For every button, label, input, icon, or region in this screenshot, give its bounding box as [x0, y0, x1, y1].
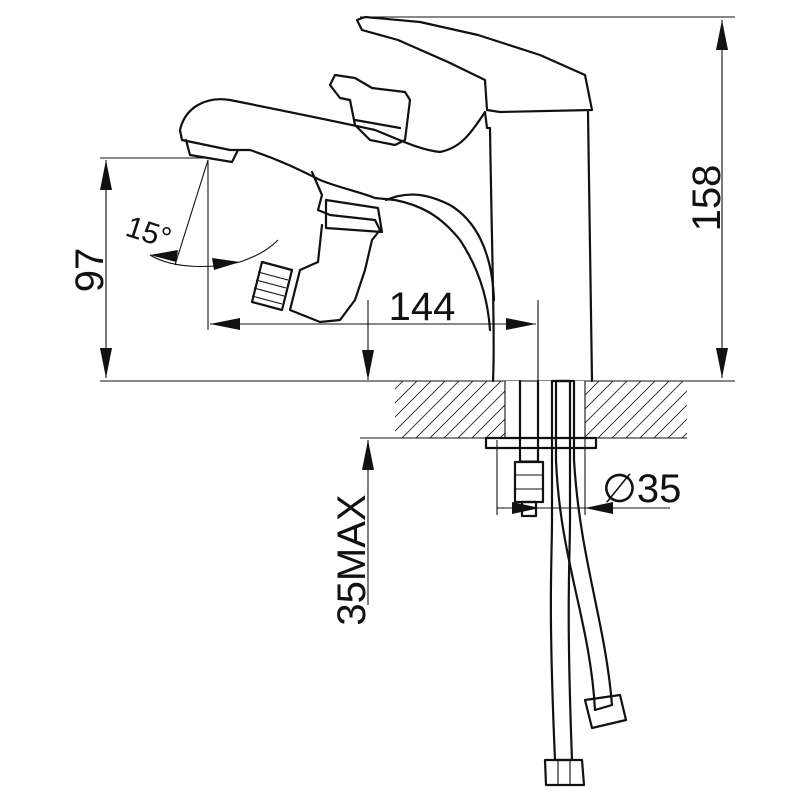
diverter-knob: [328, 73, 412, 147]
angle-indicator-15: 15°: [122, 159, 279, 270]
aerator: [184, 138, 240, 164]
threaded-outlet: [250, 260, 294, 312]
faucet-body: [178, 15, 594, 383]
diverter-housing: [288, 170, 382, 324]
column: [483, 110, 495, 383]
mounting-hardware: [484, 379, 628, 787]
lever-handle: [355, 15, 594, 114]
angle-label: 15°: [122, 210, 175, 255]
dimension-height-158: 158: [360, 16, 735, 382]
dim-label-97: 97: [68, 248, 112, 293]
deck-section: [395, 380, 687, 439]
dim-label-158: 158: [685, 165, 729, 232]
dimension-height-97: 97: [68, 157, 395, 382]
dimension-diameter-35: ∅35: [496, 438, 681, 515]
dimension-deck-35max: 35MAX: [330, 300, 395, 626]
spout: [178, 98, 492, 332]
dim-label-144: 144: [389, 285, 456, 329]
dim-label-diameter: ∅35: [602, 467, 681, 511]
dim-label-35max: 35MAX: [330, 494, 374, 625]
dimension-reach-144: 144: [207, 160, 539, 381]
